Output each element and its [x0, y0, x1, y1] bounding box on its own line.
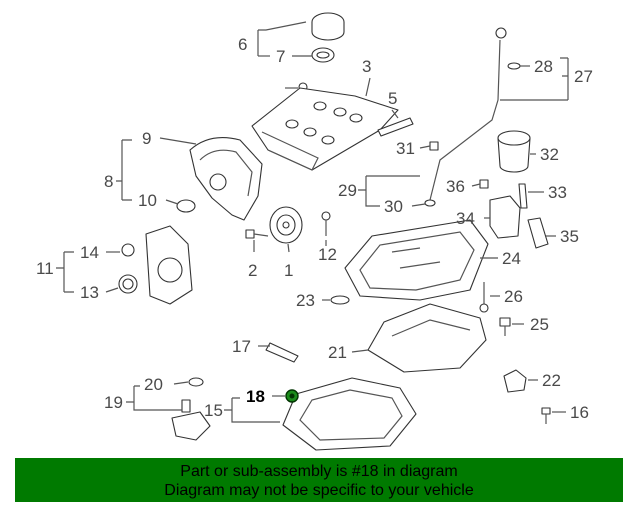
callout-3: 3: [362, 57, 371, 76]
callout-10: 10: [138, 191, 157, 210]
callout-35: 35: [560, 227, 579, 246]
callout-19: 19: [104, 393, 123, 412]
callout-23: 23: [296, 291, 315, 310]
parts-artwork: [118, 12, 551, 451]
callout-1: 1: [284, 261, 293, 280]
callout-16: 16: [570, 403, 589, 422]
callout-22: 22: [542, 371, 561, 390]
callout-21: 21: [328, 343, 347, 362]
callout-7: 7: [276, 47, 285, 66]
callout-11: 11: [36, 259, 54, 278]
callout-25: 25: [530, 315, 549, 334]
callout-20: 20: [144, 375, 163, 394]
callout-24: 24: [502, 249, 521, 268]
info-banner: Part or sub-assembly is #18 in diagram D…: [15, 458, 623, 502]
callout-34: 34: [456, 209, 475, 228]
callout-labels: 1 2 3 5 6 7 8 9 10 11 12 13 14 15 16 17 …: [36, 35, 593, 422]
callout-26: 26: [504, 287, 523, 306]
leader-lines: [56, 21, 569, 423]
callout-12: 12: [318, 245, 337, 264]
callout-33: 33: [548, 183, 567, 202]
banner-line-2: Diagram may not be specific to your vehi…: [164, 482, 474, 499]
callout-5: 5: [388, 89, 397, 108]
callout-31: 31: [396, 139, 415, 158]
callout-17: 17: [232, 337, 251, 356]
callout-30: 30: [384, 197, 403, 216]
callout-27: 27: [574, 67, 593, 86]
callout-32: 32: [540, 145, 559, 164]
drain-plug-part-18: [285, 389, 299, 403]
callout-15: 15: [204, 401, 223, 420]
callout-36: 36: [446, 177, 465, 196]
callout-29: 29: [338, 181, 357, 200]
callout-18: 18: [246, 387, 265, 406]
callout-9: 9: [142, 129, 151, 148]
callout-6: 6: [238, 35, 247, 54]
banner-line-1: Part or sub-assembly is #18 in diagram: [180, 463, 458, 480]
callout-14: 14: [80, 243, 99, 262]
callout-8: 8: [104, 172, 113, 191]
exploded-parts-diagram: 1 2 3 5 6 7 8 9 10 11 12 13 14 15 16 17 …: [36, 12, 593, 451]
callout-28: 28: [534, 57, 553, 76]
callout-13: 13: [80, 283, 99, 302]
callout-2: 2: [248, 261, 257, 280]
